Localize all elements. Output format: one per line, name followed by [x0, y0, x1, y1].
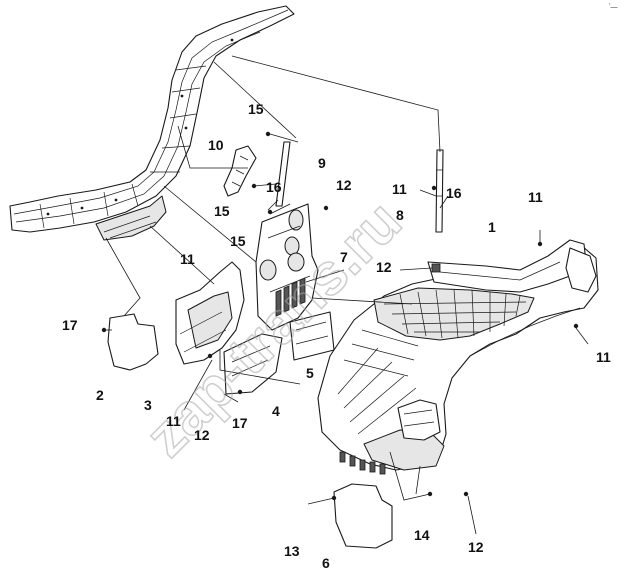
callout-12-d: 12	[468, 539, 484, 555]
callout-11-e: 11	[166, 413, 181, 429]
callout-16-b: 16	[446, 185, 462, 201]
part-10-bracket	[223, 145, 257, 197]
frame-rail	[9, 5, 295, 241]
callout-10: 10	[208, 137, 224, 153]
callout-11-b: 11	[392, 181, 407, 197]
callout-14: 14	[414, 527, 430, 543]
center-bracket-ribs	[275, 277, 306, 317]
callout-11-d: 11	[596, 349, 611, 365]
callout-9: 9	[318, 155, 326, 171]
callout-3: 3	[144, 397, 152, 413]
fender-ribs	[337, 329, 419, 435]
corner-mark: ʼ—	[609, 3, 618, 11]
callout-6: 6	[322, 555, 330, 571]
part-8-rod	[435, 149, 444, 233]
callout-11-c: 11	[180, 251, 195, 267]
callout-2: 2	[96, 387, 104, 403]
part-6-mud-flap	[333, 483, 393, 549]
callout-17-a: 17	[62, 317, 78, 333]
callout-5: 5	[306, 365, 314, 381]
part-2-mud-flap	[107, 313, 159, 371]
part-1-fender-step-assembly	[317, 239, 599, 475]
callout-17-b: 17	[232, 415, 248, 431]
leader-lines	[104, 55, 589, 535]
callout-7: 7	[340, 249, 348, 265]
callout-16-a: 16	[266, 179, 282, 195]
callout-labels: 1 2 3 4 5 6 7 8 9 10 11 11 11 11 11 12 1…	[62, 101, 611, 571]
step-grid	[383, 289, 527, 339]
part-9-rod	[275, 141, 291, 207]
callout-12-c: 12	[194, 427, 210, 443]
callout-4: 4	[272, 403, 280, 419]
callout-12-b: 12	[376, 259, 392, 275]
callout-13: 13	[284, 543, 300, 559]
center-bracket-panel	[255, 203, 319, 331]
part-4-panel	[223, 333, 283, 395]
fasteners	[101, 131, 579, 501]
callout-11-a: 11	[528, 189, 543, 205]
lower-step-slots	[339, 451, 386, 475]
callout-1: 1	[488, 219, 496, 235]
part-3-side-panel	[175, 261, 245, 365]
callout-15-c: 15	[230, 233, 246, 249]
callout-12-a: 12	[336, 177, 352, 193]
callout-15-b: 15	[214, 203, 230, 219]
callout-8: 8	[396, 207, 404, 223]
callout-15-a: 15	[248, 101, 264, 117]
